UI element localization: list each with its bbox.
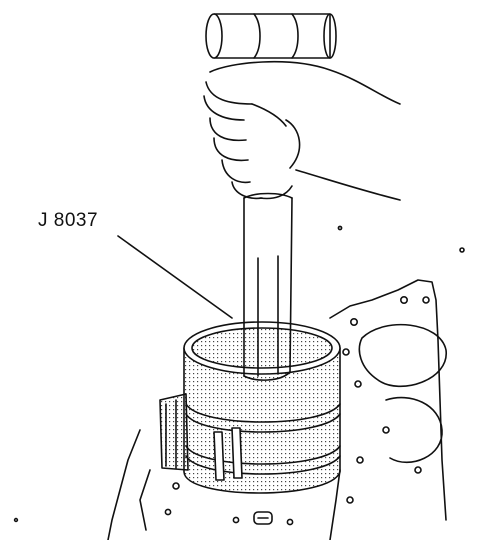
engine-block bbox=[13, 225, 465, 540]
ring-compressor bbox=[159, 321, 341, 494]
mallet-head bbox=[205, 13, 337, 59]
hand bbox=[203, 60, 401, 201]
tool-label: J 8037 bbox=[38, 210, 99, 231]
leader-line bbox=[117, 235, 233, 319]
